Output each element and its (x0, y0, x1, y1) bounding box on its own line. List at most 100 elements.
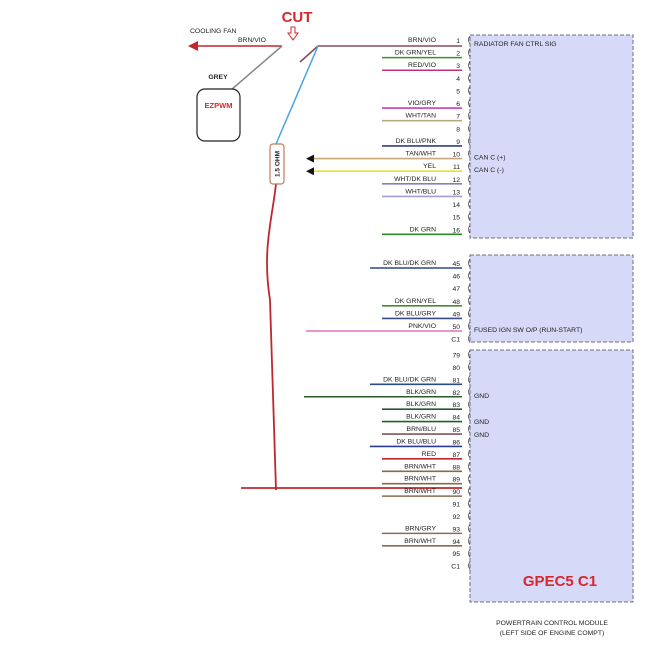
pin-terminal (468, 474, 471, 483)
module-caption-line2: (LEFT SIDE OF ENGINE COMPT) (500, 630, 604, 637)
pin-terminal (468, 86, 471, 95)
pin-terminal (468, 449, 471, 459)
pin-terminal (468, 35, 471, 45)
wire-color-label: DK BLU/BLU (396, 438, 436, 445)
wire-color-label: BRN/GRY (405, 525, 436, 532)
pin-number: 12 (452, 177, 460, 184)
pin-terminal (468, 424, 471, 434)
pin-terminal (468, 271, 471, 280)
pin-description: GND (474, 419, 489, 426)
pin-number: 92 (452, 514, 460, 521)
pin-number: 3 (456, 63, 460, 70)
bus-arrow-icon (306, 154, 314, 163)
pin-terminal (468, 212, 471, 221)
wire-color-label: DK BLU/DK GRN (383, 376, 436, 383)
module-caption-line1: POWERTRAIN CONTROL MODULE (496, 620, 608, 627)
pin1-wire-diagonal (299, 45, 319, 63)
pin-description: RADIATOR FAN CTRL SIG (474, 41, 557, 48)
pin-number: 45 (452, 261, 460, 268)
wire-color-label: RED/VIO (408, 62, 436, 69)
pin-number: 16 (452, 227, 460, 234)
pin-number: 6 (456, 101, 460, 108)
pin-terminal (468, 111, 471, 120)
pin-number: 9 (456, 139, 460, 146)
pin-terminal (468, 258, 471, 268)
pin-terminal (468, 387, 471, 396)
pin-number: 11 (453, 164, 460, 171)
pin-number: 90 (452, 489, 460, 496)
pin-terminal (468, 199, 471, 209)
pin-terminal (468, 296, 471, 306)
pin-number: 49 (452, 311, 460, 318)
pin-terminal (468, 98, 471, 108)
pin-description: GND (474, 432, 489, 439)
pin-number: 48 (452, 299, 460, 306)
cooling-fan-circuit (188, 41, 462, 491)
pin-terminal (468, 412, 471, 421)
pin-terminal (468, 124, 471, 133)
pin-number: 79 (452, 353, 460, 360)
pin-number: C1 (451, 337, 460, 344)
wire-color-label: WHT/TAN (406, 113, 437, 120)
pin-number: 2 (456, 51, 460, 58)
pin-terminal (468, 174, 471, 184)
pin-terminal (468, 499, 471, 508)
pin-number: 7 (456, 114, 460, 121)
pin-description: FUSED IGN SW O/P (RUN-START) (474, 327, 582, 334)
pin-terminal (468, 48, 471, 57)
grey-label: GREY (208, 74, 228, 81)
wire-color-label: DK GRN/YEL (395, 50, 436, 57)
pin-terminal (468, 524, 471, 533)
pin-terminal (468, 362, 471, 372)
pin-terminal (468, 334, 471, 343)
pin-terminal (468, 161, 471, 171)
pin-number: 94 (452, 539, 460, 546)
pin-number: 89 (452, 477, 460, 484)
pin-terminal (468, 61, 471, 70)
pin-terminal (468, 283, 471, 293)
pin-terminal (468, 561, 471, 570)
wire-color-label: WHT/BLU (405, 188, 436, 195)
wire-color-label: BRN/WHT (404, 476, 436, 483)
pin-number: C1 (451, 564, 460, 571)
pcm-block-1 (469, 34, 634, 239)
wire-color-label: TAN/WHT (406, 151, 436, 158)
wire-color-label: RED (422, 451, 436, 458)
pin-number: 5 (456, 88, 460, 95)
ezpwm-label: EZPWM (205, 101, 233, 110)
pin-number: 91 (452, 502, 460, 509)
wire-color-label: DK GRN (410, 226, 437, 233)
pin-terminal (468, 350, 471, 359)
pin-number: 83 (452, 402, 460, 409)
pin-number: 10 (452, 152, 460, 159)
wire-color-label: DK GRN/YEL (395, 298, 436, 305)
blue-bypass-wire (275, 45, 319, 145)
wire-color-label: DK BLU/DK GRN (383, 260, 436, 267)
cooling-fan-wire-label: BRN/VIO (238, 37, 266, 44)
ezpwm-module (196, 88, 241, 142)
pin-terminal (468, 511, 471, 521)
cooling-fan-arrow-icon (188, 41, 198, 51)
pin-description: CAN C (+) (474, 155, 506, 162)
pin-number: 81 (452, 377, 460, 384)
pin-terminal (468, 225, 471, 234)
pin-number: 14 (452, 202, 460, 209)
pin-number: 85 (452, 427, 460, 434)
cut-label: CUT (282, 9, 313, 26)
red-feed-wire (266, 183, 277, 491)
pin-number: 15 (452, 215, 460, 222)
pin-number: 47 (452, 286, 460, 293)
pin-terminal (468, 486, 471, 496)
wire-color-label: BRN/WHT (404, 488, 436, 495)
pin-terminal (468, 462, 471, 471)
pcm-block-2 (469, 254, 634, 343)
pin-number: 50 (452, 324, 460, 331)
wire-color-label: DK BLU/PNK (396, 138, 437, 145)
pin-terminal (468, 73, 471, 83)
cooling-fan-label: COOLING FAN (190, 28, 237, 35)
pin-number: 80 (452, 365, 460, 372)
wire-color-label: BRN/BLU (407, 426, 437, 433)
pin-number: 84 (452, 415, 460, 422)
